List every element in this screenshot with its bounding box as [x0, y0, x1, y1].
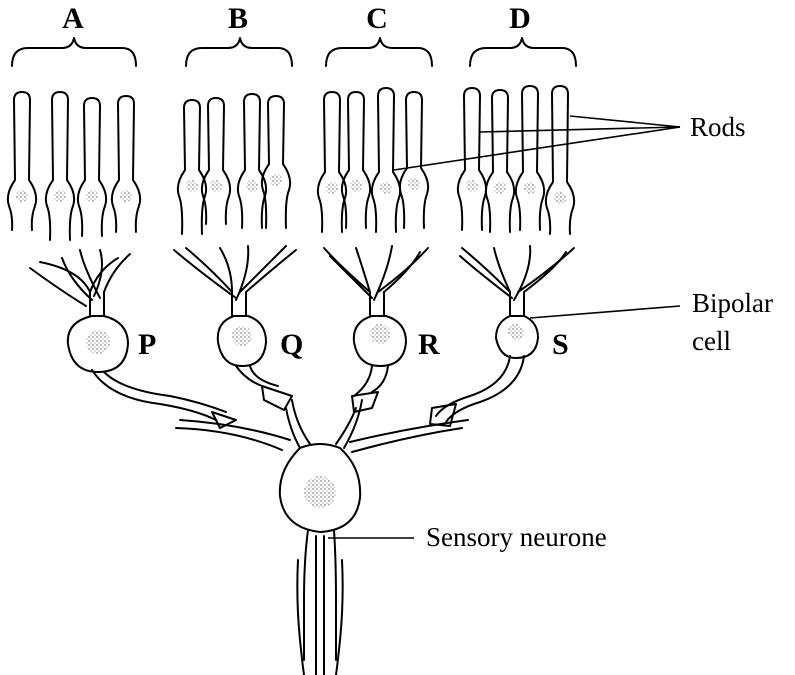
brace-c [326, 38, 432, 66]
rod-nucleus-0-3 [120, 190, 132, 202]
bipolar-label-r: R [418, 328, 440, 361]
group-label-b: B [228, 2, 248, 35]
brace-d [470, 38, 576, 66]
bipolar-dendrites [30, 246, 574, 318]
rod-1-3 [262, 96, 290, 228]
rods-label: Rods [690, 112, 746, 142]
rod-3-3 [546, 86, 574, 234]
rod-1-2 [238, 94, 266, 228]
rod-0-1 [46, 92, 74, 240]
rod-nucleus-3-2 [524, 182, 536, 194]
rod-nucleus-0-2 [86, 190, 98, 202]
group-label-d: D [509, 2, 531, 35]
bipolar-cell-label-line2: cell [692, 326, 731, 356]
rod-nucleus-3-3 [554, 192, 566, 204]
rod-2-0 [318, 92, 346, 232]
rod-nucleus-1-0 [186, 180, 198, 192]
rod-1-1 [202, 98, 230, 224]
rod-1-0 [178, 100, 206, 234]
rod-nucleus-3-1 [494, 182, 506, 194]
rod-0-2 [78, 98, 106, 236]
bipolar-cell-s [496, 316, 538, 358]
rod-nucleus-2-2 [380, 182, 392, 194]
rod-nucleus-2-0 [326, 182, 338, 194]
brace-a [12, 38, 136, 66]
group-label-a: A [62, 2, 84, 35]
bipolar-cell-q [218, 316, 266, 366]
sensory-neurone [176, 400, 468, 675]
rod-nucleus-2-1 [350, 180, 362, 192]
bipolar-cell-p [68, 316, 128, 372]
rod-2-1 [342, 92, 370, 228]
sensory-neurone-label: Sensory neurone [426, 522, 607, 552]
rod-nucleus-3-0 [466, 180, 478, 192]
rod-0-3 [112, 96, 140, 232]
rod-nucleus-0-1 [54, 190, 66, 202]
rod-0-0 [8, 92, 36, 230]
rod-3-1 [486, 90, 514, 232]
bipolar-cell-label-line1: Bipolar [692, 288, 773, 318]
rod-nucleus-0-0 [16, 190, 28, 202]
rod-nucleus-1-2 [246, 180, 258, 192]
bipolar-label-q: Q [280, 328, 303, 361]
bipolar-cell-r [354, 316, 406, 366]
rod-nucleus-1-3 [270, 174, 282, 186]
brace-b [186, 38, 292, 66]
bipolar-leader [530, 306, 680, 318]
rod-nucleus-1-1 [210, 180, 222, 192]
rod-2-3 [400, 92, 428, 228]
rod-3-2 [516, 86, 544, 230]
bipolar-label-s: S [552, 328, 569, 361]
group-label-c: C [366, 2, 388, 35]
rod-2-2 [372, 88, 400, 232]
bipolar-axons [92, 356, 524, 428]
rod-nucleus-2-3 [408, 178, 420, 190]
rods-leader-2 [570, 116, 680, 127]
rod-cells [8, 86, 574, 240]
bipolar-label-p: P [138, 328, 156, 361]
